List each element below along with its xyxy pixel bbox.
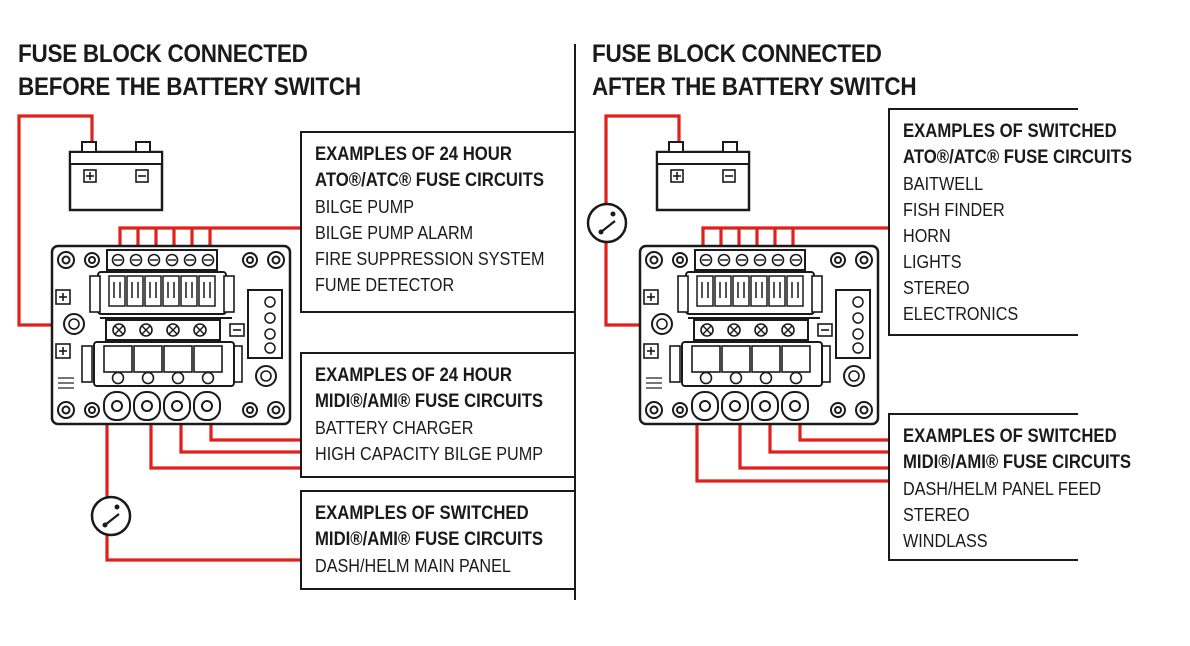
list-item: WINDLASS bbox=[903, 531, 988, 551]
list-item: ELECTRONICS bbox=[903, 304, 1019, 324]
left-heading-line-2: BEFORE THE BATTERY SWITCH bbox=[18, 73, 361, 101]
right-heading-line-1: FUSE BLOCK CONNECTED bbox=[592, 40, 882, 68]
title-line: ATO®/ATC® FUSE CIRCUITS bbox=[315, 170, 545, 191]
list-item: FIRE SUPPRESSION SYSTEM bbox=[315, 249, 545, 269]
title-line: EXAMPLES OF SWITCHED bbox=[315, 503, 529, 524]
title-line: EXAMPLES OF SWITCHED bbox=[903, 121, 1117, 142]
right-box-switched-ato: EXAMPLES OF SWITCHED ATO®/ATC® FUSE CIRC… bbox=[888, 108, 1133, 336]
left-heading: FUSE BLOCK CONNECTED BEFORE THE BATTERY … bbox=[18, 38, 361, 104]
list-item: STEREO bbox=[903, 505, 970, 525]
title-line: MIDI®/AMI® FUSE CIRCUITS bbox=[315, 391, 544, 412]
left-wires bbox=[17, 114, 300, 562]
list-item: BATTERY CHARGER bbox=[315, 418, 474, 438]
list-item: DASH/HELM PANEL FEED bbox=[903, 479, 1102, 499]
list-item: FISH FINDER bbox=[903, 200, 1005, 220]
list-item: LIGHTS bbox=[903, 252, 962, 272]
right-box-switched-ato-title: EXAMPLES OF SWITCHED ATO®/ATC® FUSE CIRC… bbox=[903, 119, 1133, 171]
list-item: BILGE PUMP bbox=[315, 197, 415, 217]
list-item: STEREO bbox=[903, 278, 970, 298]
center-divider bbox=[574, 44, 576, 600]
title-line: EXAMPLES OF SWITCHED bbox=[903, 426, 1117, 447]
title-line: MIDI®/AMI® FUSE CIRCUITS bbox=[903, 452, 1132, 473]
title-line: MIDI®/AMI® FUSE CIRCUITS bbox=[315, 529, 544, 550]
title-line: EXAMPLES OF 24 HOUR bbox=[315, 365, 512, 386]
list-item: HORN bbox=[903, 226, 951, 246]
title-line: ATO®/ATC® FUSE CIRCUITS bbox=[903, 147, 1133, 168]
title-line: EXAMPLES OF 24 HOUR bbox=[315, 144, 512, 165]
right-box-switched-midi: EXAMPLES OF SWITCHED MIDI®/AMI® FUSE CIR… bbox=[888, 413, 1132, 561]
left-heading-line-1: FUSE BLOCK CONNECTED bbox=[18, 40, 308, 68]
right-wires bbox=[604, 114, 888, 483]
list-item: BAITWELL bbox=[903, 174, 984, 194]
list-item: FUME DETECTOR bbox=[315, 275, 455, 295]
right-heading-line-2: AFTER THE BATTERY SWITCH bbox=[592, 73, 917, 101]
right-box-switched-midi-title: EXAMPLES OF SWITCHED MIDI®/AMI® FUSE CIR… bbox=[903, 424, 1132, 476]
list-item: HIGH CAPACITY BILGE PUMP bbox=[315, 444, 544, 464]
left-box-24h-midi: EXAMPLES OF 24 HOUR MIDI®/AMI® FUSE CIRC… bbox=[300, 352, 576, 478]
left-box-24h-ato: EXAMPLES OF 24 HOUR ATO®/ATC® FUSE CIRCU… bbox=[300, 131, 576, 313]
left-box-switched-midi: EXAMPLES OF SWITCHED MIDI®/AMI® FUSE CIR… bbox=[300, 490, 576, 590]
left-box-switched-midi-title: EXAMPLES OF SWITCHED MIDI®/AMI® FUSE CIR… bbox=[315, 501, 545, 553]
left-box-24h-midi-title: EXAMPLES OF 24 HOUR MIDI®/AMI® FUSE CIRC… bbox=[315, 363, 545, 415]
list-item: DASH/HELM MAIN PANEL bbox=[315, 556, 511, 576]
right-heading: FUSE BLOCK CONNECTED AFTER THE BATTERY S… bbox=[592, 38, 917, 104]
list-item: BILGE PUMP ALARM bbox=[315, 223, 474, 243]
left-box-24h-ato-title: EXAMPLES OF 24 HOUR ATO®/ATC® FUSE CIRCU… bbox=[315, 142, 545, 194]
